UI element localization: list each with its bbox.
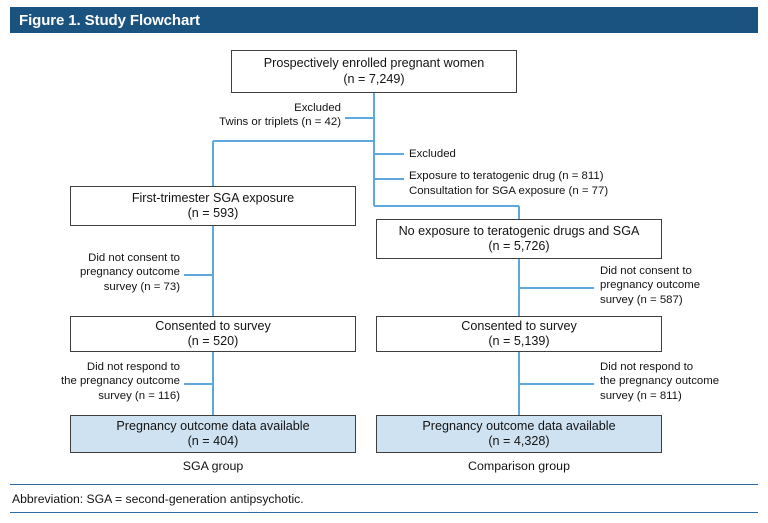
group-caption-right: Comparison group: [468, 459, 570, 473]
annotation-no-consent-left-line1: Did not consent to: [88, 252, 180, 264]
node-enrolled-line2: (n = 7,249): [343, 71, 405, 86]
annotation-no-consent-left-line3: survey (n = 73): [103, 280, 180, 293]
annotation-no-respond-left-line3: survey (n = 116): [98, 389, 180, 402]
node-outcome-right-line2: (n = 4,328): [488, 434, 550, 448]
footer-rule-top: [10, 484, 758, 486]
node-consented-right: Consented to survey (n = 5,139): [376, 316, 662, 352]
node-consented-right-line2: (n = 5,139): [488, 334, 550, 348]
annotation-no-respond-left-line1: Did not respond to: [86, 361, 180, 373]
annotation-excluded-twins: Excluded Twins or triplets (n = 42): [126, 101, 341, 130]
figure-title-bar: Figure 1. Study Flowchart: [10, 7, 758, 33]
annotation-no-respond-right-line3: survey (n = 811): [600, 389, 682, 402]
node-consented-left-line1: Consented to survey: [155, 318, 271, 333]
annotation-excluded-drugs-line1: Excluded: [409, 148, 456, 160]
node-enrolled: Prospectively enrolled pregnant women (n…: [231, 50, 517, 93]
node-enrolled-line1: Prospectively enrolled pregnant women: [263, 56, 485, 70]
annotation-excluded-drugs-line3: Consultation for SGA exposure (n = 77): [409, 184, 609, 197]
node-no-exposure-line2: (n = 5,726): [488, 239, 550, 253]
node-outcome-right-line1: Pregnancy outcome data available: [422, 418, 616, 433]
annotation-excluded-twins-line2: Twins or triplets (n = 42): [219, 116, 341, 129]
node-sga-exposure-line2: (n = 593): [187, 206, 239, 220]
annotation-no-respond-left: Did not respond to the pregnancy outcome…: [18, 360, 180, 403]
node-consented-left-line2: (n = 520): [187, 334, 239, 348]
annotation-excluded-drugs: Excluded Exposure to teratogenic drug (n…: [409, 147, 709, 198]
page-title: Figure 1. Study Flowchart: [19, 11, 200, 29]
node-sga-exposure-line1: First-trimester SGA exposure: [131, 190, 295, 205]
annotation-no-respond-right-line1: Did not respond to: [600, 361, 694, 373]
annotation-no-consent-right-line1: Did not consent to: [600, 265, 692, 277]
node-outcome-left: Pregnancy outcome data available (n = 40…: [70, 415, 356, 453]
node-consented-left: Consented to survey (n = 520): [70, 316, 356, 352]
node-no-exposure-line1: No exposure to teratogenic drugs and SGA: [398, 223, 640, 238]
annotation-no-consent-right-line3: survey (n = 587): [600, 293, 683, 306]
node-outcome-left-line1: Pregnancy outcome data available: [116, 418, 310, 433]
annotation-no-consent-right-line2: pregnancy outcome: [600, 279, 701, 292]
annotation-no-consent-right: Did not consent to pregnancy outcome sur…: [600, 264, 762, 307]
annotation-no-consent-left-line2: pregnancy outcome: [79, 266, 180, 279]
annotation-no-respond-left-line2: the pregnancy outcome: [60, 375, 180, 388]
annotation-no-respond-right-line2: the pregnancy outcome: [600, 375, 720, 388]
annotation-no-respond-right: Did not respond to the pregnancy outcome…: [600, 360, 766, 403]
group-caption-left: SGA group: [182, 459, 244, 473]
footer-rule-bottom: [10, 512, 758, 514]
node-no-exposure: No exposure to teratogenic drugs and SGA…: [376, 219, 662, 259]
node-outcome-right: Pregnancy outcome data available (n = 4,…: [376, 415, 662, 453]
footnote-abbreviation: Abbreviation: SGA = second-generation an…: [12, 492, 304, 506]
node-sga-exposure: First-trimester SGA exposure (n = 593): [70, 186, 356, 226]
annotation-no-consent-left: Did not consent to pregnancy outcome sur…: [24, 251, 180, 294]
annotation-excluded-twins-line1: Excluded: [294, 102, 341, 114]
annotation-excluded-drugs-line2: Exposure to teratogenic drug (n = 811): [409, 170, 604, 183]
node-consented-right-line1: Consented to survey: [461, 318, 577, 333]
node-outcome-left-line2: (n = 404): [187, 434, 239, 448]
